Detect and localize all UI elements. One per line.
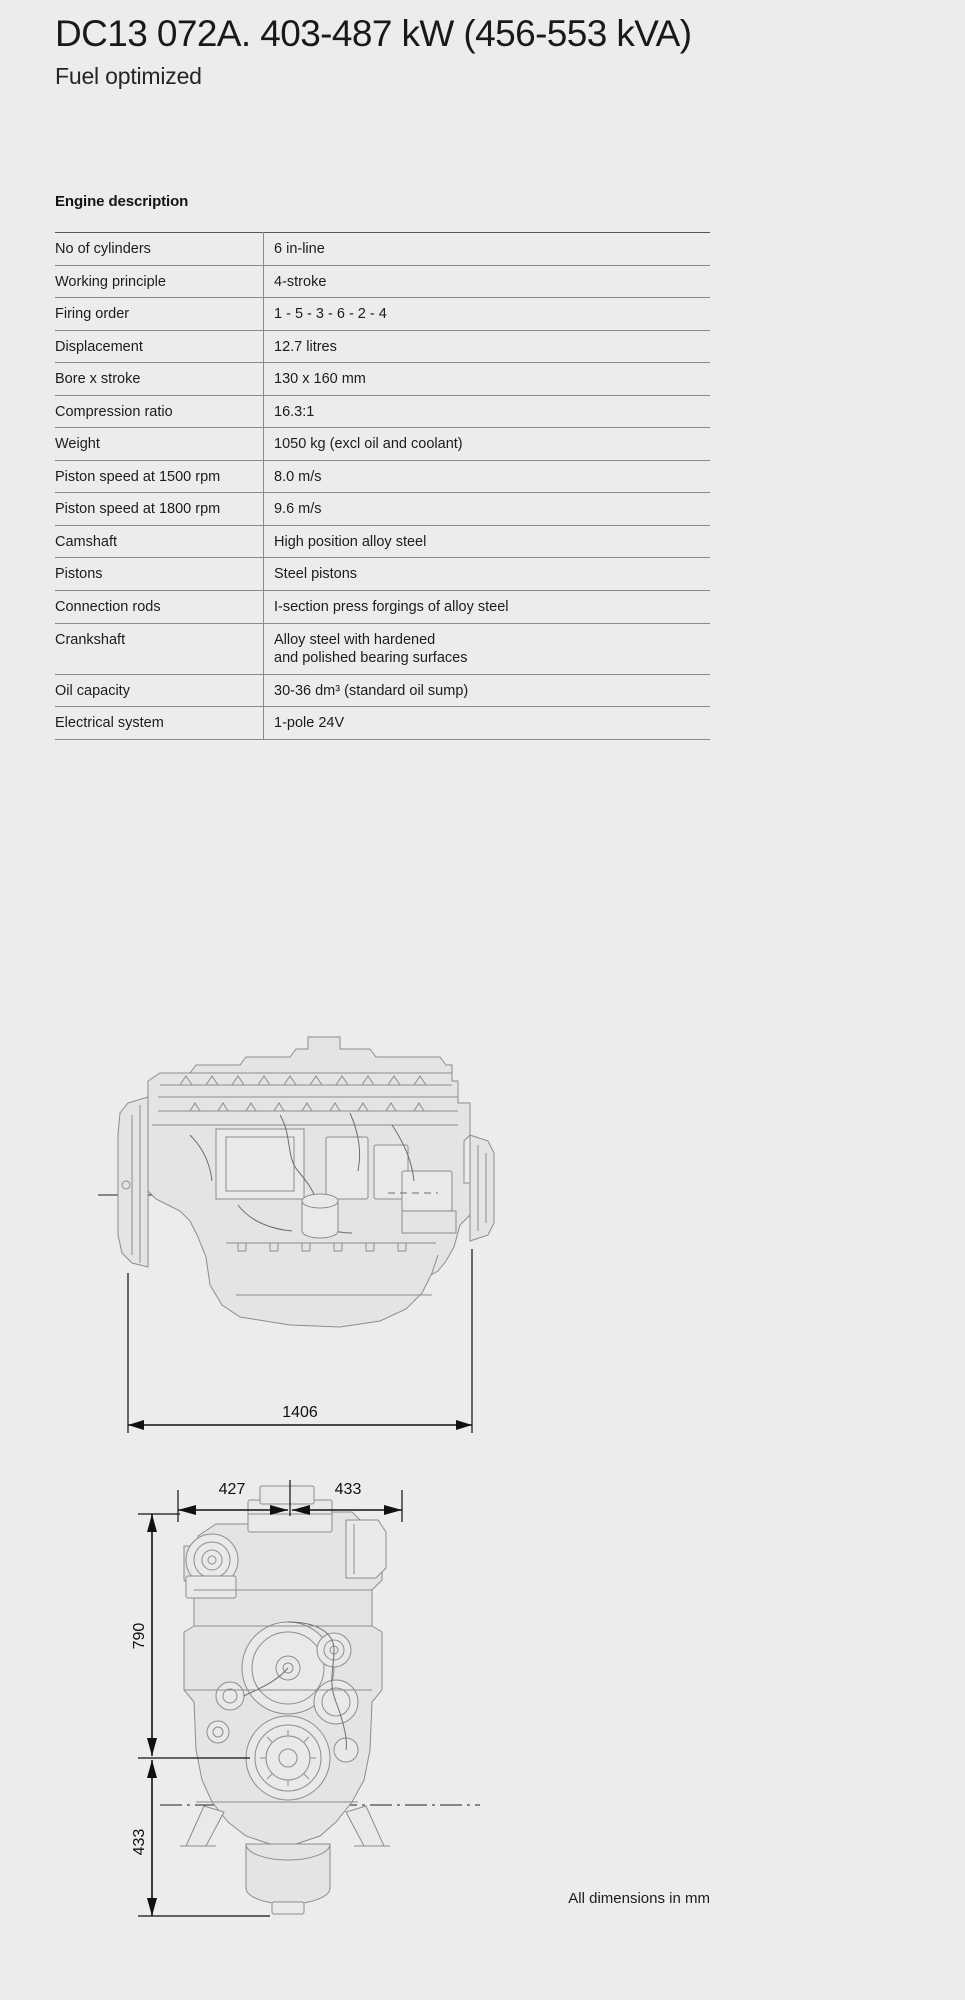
table-row: Electrical system 1-pole 24V [55, 706, 711, 740]
spec-value: 9.6 m/s [264, 493, 711, 526]
spec-value-line: 30-36 dm³ (standard oil sump) [274, 682, 469, 699]
spec-value-line: I-section press forgings of alloy steel [274, 599, 509, 616]
table-row: Connection rods I-section press forgings … [55, 590, 711, 624]
dimension-label-width-left: 427 [219, 1481, 246, 1498]
spec-value: 1 - 5 - 3 - 6 - 2 - 4 [264, 298, 711, 331]
engine-side-view-drawing: 1406 [98, 1036, 495, 1433]
spec-key: Displacement [55, 330, 264, 363]
spec-key: Working principle [55, 265, 264, 298]
spec-key: Connection rods [55, 590, 264, 624]
spec-key: Bore x stroke [55, 362, 264, 396]
spec-value-line: 1-pole 24V [274, 715, 345, 732]
spec-value-line: 12.7 litres [274, 338, 337, 355]
dimension-label-height-lower: 433 [131, 1829, 148, 1856]
spec-key: Piston speed at 1500 rpm [55, 460, 264, 493]
spec-value-line: 6 in-line [274, 241, 325, 257]
table-row: Weight 1050 kg (excl oil and coolant) [55, 427, 711, 461]
engine-front-view-drawing: 427 433 790 433 [131, 1480, 480, 1917]
spec-value-line: Steel pistons [274, 566, 358, 583]
spec-key: Piston speed at 1800 rpm [55, 492, 264, 526]
spec-value: 16.3:1 [264, 395, 711, 428]
spec-key: Pistons [55, 557, 264, 591]
spec-value-line: and polished bearing surfaces [274, 650, 468, 667]
spec-value: Steel pistons [264, 558, 711, 591]
dimension-label-width-right: 433 [335, 1481, 362, 1498]
dimensions-footnote: All dimensions in mm [568, 1890, 710, 1907]
spec-key: Electrical system [55, 706, 264, 740]
spec-value: 1050 kg (excl oil and coolant) [264, 428, 711, 461]
spec-value-line: 4-stroke [274, 273, 327, 290]
spec-value-line: Alloy steel with hardened [274, 631, 436, 648]
table-row: Pistons Steel pistons [55, 557, 711, 591]
table-row: Camshaft High position alloy steel [55, 525, 710, 558]
table-row: Displacement 12.7 litres [55, 330, 710, 363]
spec-key: Oil capacity [55, 674, 264, 707]
spec-value: I-section press forgings of alloy steel [264, 591, 711, 624]
spec-value-line: High position alloy steel [274, 533, 427, 550]
spec-key: Compression ratio [55, 395, 264, 428]
table-row: Crankshaft Alloy steel with hardened and p… [55, 623, 711, 675]
spec-value: 6 in-line [264, 233, 711, 266]
table-row: Compression ratio 16.3:1 [55, 395, 710, 428]
spec-value: 1-pole 24V [264, 707, 711, 740]
table-row: Piston speed at 1500 rpm 8.0 m/s [55, 460, 710, 493]
spec-value-line: 8.0 m/s [274, 468, 322, 485]
table-row: Piston speed at 1800 rpm 9.6 m/s [55, 492, 711, 526]
spec-value: 8.0 m/s [264, 460, 711, 493]
spec-value-line: 130 x 160 mm [274, 371, 366, 388]
table-row: Firing order 1 - 5 - 3 - 6 - 2 - 4 [55, 297, 711, 331]
dimension-label-overall-length: 1406 [282, 1404, 318, 1421]
table-row: Working principle 4-stroke [55, 265, 710, 298]
spec-key: Crankshaft [55, 623, 264, 675]
dimension-label-height-upper: 790 [131, 1623, 148, 1650]
spec-value: High position alloy steel [264, 525, 711, 558]
spec-value-line: 16.3:1 [274, 403, 315, 420]
spec-key: Weight [55, 427, 264, 461]
page-subtitle: Fuel optimized [55, 62, 202, 89]
table-row: No of cylinders 6 in-line [55, 232, 711, 266]
page-title: DC13 072A. 403-487 kW (456-553 kVA) [55, 13, 692, 54]
table-row: Bore x stroke 130 x 160 mm [55, 362, 711, 396]
spec-value: 12.7 litres [264, 330, 711, 363]
spec-value: Alloy steel with hardened and polished be… [264, 623, 711, 674]
spec-value-line: 9.6 m/s [274, 501, 322, 518]
spec-key: No of cylinders [55, 232, 264, 266]
spec-key: Firing order [55, 297, 264, 331]
spec-value: 130 x 160 mm [264, 363, 711, 396]
spec-value: 30-36 dm³ (standard oil sump) [264, 674, 711, 707]
page-header: DC13 072A. 403-487 kW (456-553 kVA) Fuel… [55, 14, 935, 90]
table-row: Oil capacity 30-36 dm³ (standard oil sump… [55, 674, 710, 707]
spec-value-line: 1 - 5 - 3 - 6 - 2 - 4 [274, 306, 387, 323]
spec-value: 4-stroke [264, 265, 711, 298]
spec-value-line: 1050 kg (excl oil and coolant) [274, 436, 463, 453]
spec-section-title: Engine description [55, 193, 189, 210]
spec-key: Camshaft [55, 525, 264, 558]
